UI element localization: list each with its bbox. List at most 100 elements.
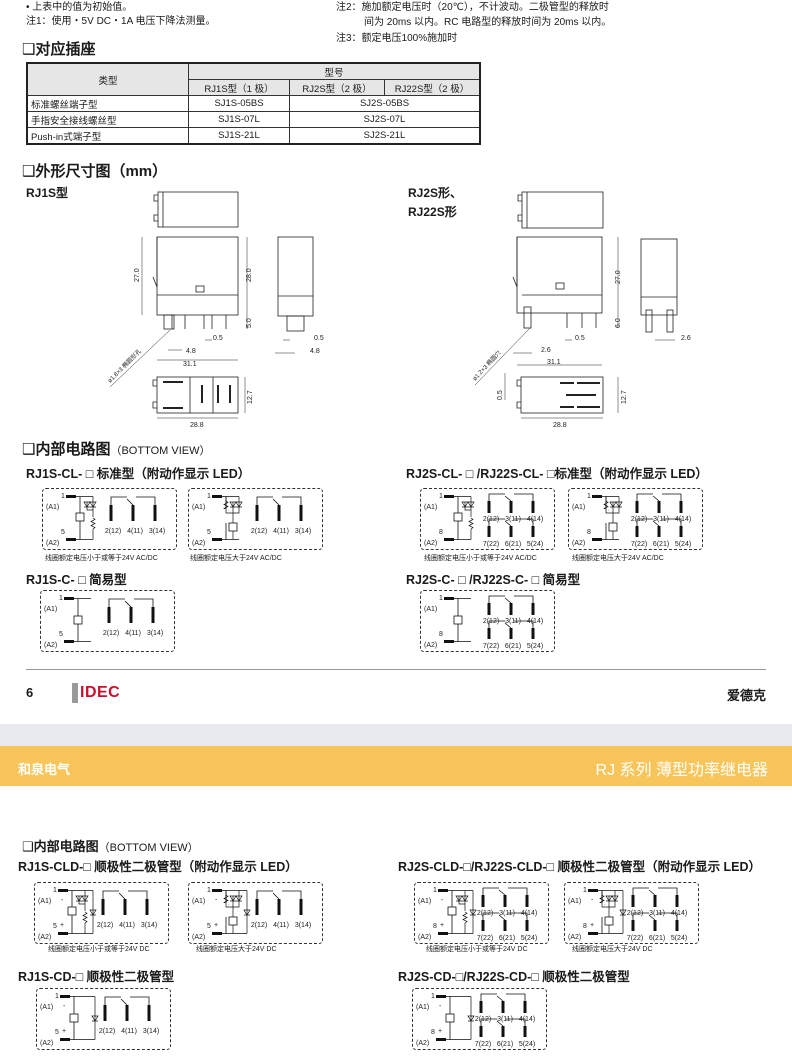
circuit-diagram: 1(A1)8(A2)2(12)3(11)4(14)7(22)6(21)5(24) [424, 595, 543, 650]
rj2s-cl-circuit-low: 1(A1)8(A2)2(12)3(11)4(14)7(22)6(21)5(24) [420, 488, 555, 550]
contact-label: 5(24) [527, 541, 543, 548]
coil-icon [453, 512, 463, 522]
contact-label: 3(11) [505, 516, 521, 523]
coil-icon [73, 615, 83, 625]
table-row: 手指安全接线螺丝型 SJ1S-07L SJ2S-07L [26, 111, 481, 128]
terminal-1-label: 1 [207, 493, 211, 500]
terminal-bar [64, 640, 74, 643]
dim-rj2s-length: 31.1 [547, 359, 561, 366]
cell-rj1s: SJ1S-07L [188, 111, 290, 128]
rj1s-side-view [277, 236, 314, 317]
contact-label: 4(11) [127, 528, 143, 535]
coil-icon [445, 1013, 455, 1023]
rj2s-cld-caption-high: 线圈额定电压大于24V DC [572, 946, 653, 953]
contact-switch-icon [488, 595, 534, 604]
col-rj1s: RJ1S型（1 极） [188, 79, 290, 96]
terminal-bar [60, 1038, 70, 1041]
circuit-diagram: 1(A1)8(A2)2(12)3(11)4(14)7(22)6(21)5(24) [572, 493, 691, 548]
terminal-1-label: 1 [433, 887, 437, 894]
rj2s-cld-caption-low: 线圈额定电压小于或等于24V DC [426, 946, 528, 953]
terminal-bar [588, 889, 598, 892]
contact-label: 4(14) [527, 516, 543, 523]
contact-label: 3(14) [147, 630, 163, 637]
rj2s-dimension-title-1: RJ2S形、 [408, 186, 463, 200]
polarity-plus: + [60, 922, 64, 929]
rj2s-cl-circuit-high: 1(A1)8(A2)2(12)3(11)4(14)7(22)6(21)5(24) [568, 488, 703, 550]
terminal-bar [66, 538, 76, 541]
rj2s-cl-caption-high: 线圈额定电压大于24V AC/DC [572, 555, 664, 562]
rj1s-cl-title: RJ1S-CL- □ 标准型（附动作显示 LED） [26, 467, 251, 481]
rj2s-cl-caption-low: 线圈额定电压小于或等于24V AC/DC [424, 555, 537, 562]
dim-rj2s-pin-offset: 2.6 [541, 347, 551, 354]
rj2s-hole-note: ø1.2×3 椭圆穴 [471, 349, 503, 383]
contact-label: 4(11) [121, 1028, 137, 1035]
contact-switch-icon [256, 496, 302, 506]
resistor-icon [82, 911, 88, 924]
cell-rj2s: SJ2S-21L [289, 127, 481, 145]
terminal-bottom-label: 8 [431, 1029, 435, 1036]
brand-cn: 爱德克 [726, 688, 766, 703]
contact-label: 5(24) [671, 935, 687, 942]
polarity-minus: - [215, 897, 218, 904]
logo-mark [72, 683, 78, 703]
rj2s-drawing: 27.0 6.0 0.5 2.6 31.1 2.6 12.7 0.5 28.8 … [471, 191, 691, 429]
circuits-heading-1: ❑内部电路图（BOTTOM VIEW） [22, 438, 210, 459]
terminal-a1-label: (A1) [424, 504, 437, 511]
coil-icon [447, 906, 457, 916]
terminal-bottom-label: 8 [587, 529, 591, 536]
contact-label: 3(14) [295, 922, 311, 929]
diode-icon [467, 501, 475, 508]
polarity-minus: - [441, 897, 444, 904]
contact-label: 5(24) [519, 1041, 535, 1048]
rj1s-front-view [156, 236, 239, 316]
terminal-bar [212, 889, 222, 892]
dim-rj1s-width: 12.7 [247, 390, 254, 404]
contact-label: 3(14) [141, 922, 157, 929]
contact-switch-icon [482, 887, 528, 896]
terminal-a1-label: (A1) [46, 504, 59, 511]
cell-rj2s: SJ2S-07L [289, 111, 481, 128]
terminal-a2-label: (A2) [38, 934, 51, 941]
terminal-a1-label: (A1) [416, 1004, 429, 1011]
polarity-minus: - [61, 897, 64, 904]
contact-label: 2(12) [105, 528, 121, 535]
contact-label: 7(22) [631, 541, 647, 548]
rj1s-cld-title: RJ1S-CLD-□ 顺极性二极管型（附动作显示 LED） [18, 860, 298, 874]
rj2s-cld-title: RJ2S-CLD-□/RJ22S-CLD-□ 顺极性二极管型（附动作显示 LED… [398, 860, 762, 874]
diode-icon [243, 909, 251, 916]
dim-rj1s-side-pin-width: 0.5 [314, 335, 324, 342]
terminal-bottom-label: 5 [53, 923, 57, 930]
coil-icon [608, 522, 618, 532]
terminal-bar [212, 495, 222, 498]
rj2s-cd-title: RJ2S-CD-□/RJ22S-CD-□ 顺极性二极管型 [398, 970, 630, 984]
circuits-heading-text: ❑内部电路图 [22, 441, 111, 458]
contact-label: 2(12) [103, 630, 119, 637]
rj1s-cld-circuit-high: 1(A1)5(A2)-+2(12)4(11)3(14) [188, 882, 323, 944]
terminal-a1-label: (A1) [418, 898, 431, 905]
dim-rj2s-tab-offset: 0.5 [497, 390, 504, 400]
contact-label: 7(22) [627, 935, 643, 942]
contact-switch-icon [104, 996, 150, 1006]
contact-label: 4(11) [273, 528, 289, 535]
terminal-1-label: 1 [207, 887, 211, 894]
rj2s-top-view [521, 191, 604, 229]
terminal-a1-label: (A1) [44, 606, 57, 613]
contact-label: 7(22) [483, 643, 499, 650]
diode-icon [91, 1015, 99, 1022]
col-rj2s: RJ2S型（2 极） [289, 79, 385, 96]
contact-label: 6(21) [649, 935, 665, 942]
polarity-minus: - [591, 897, 594, 904]
circuit-diagram: 1(A1)5(A2)-+2(12)4(11)3(14) [192, 887, 311, 941]
terminal-1-label: 1 [583, 887, 587, 894]
resistor-icon [468, 517, 474, 530]
rj1s-cld-caption-high: 线圈额定电压大于24V DC [196, 946, 277, 953]
diode-icon [89, 501, 97, 508]
terminal-a2-label: (A2) [424, 642, 437, 649]
coil-icon [453, 615, 463, 625]
terminal-1-label: 1 [53, 887, 57, 894]
contact-label: 3(11) [497, 1016, 513, 1023]
dim-rj2s-width: 12.7 [621, 390, 628, 404]
rj1s-c-circuit: 1(A1)5(A2)2(12)4(11)3(14) [40, 590, 175, 652]
terminal-bar [60, 995, 70, 998]
polarity-plus: + [214, 922, 218, 929]
